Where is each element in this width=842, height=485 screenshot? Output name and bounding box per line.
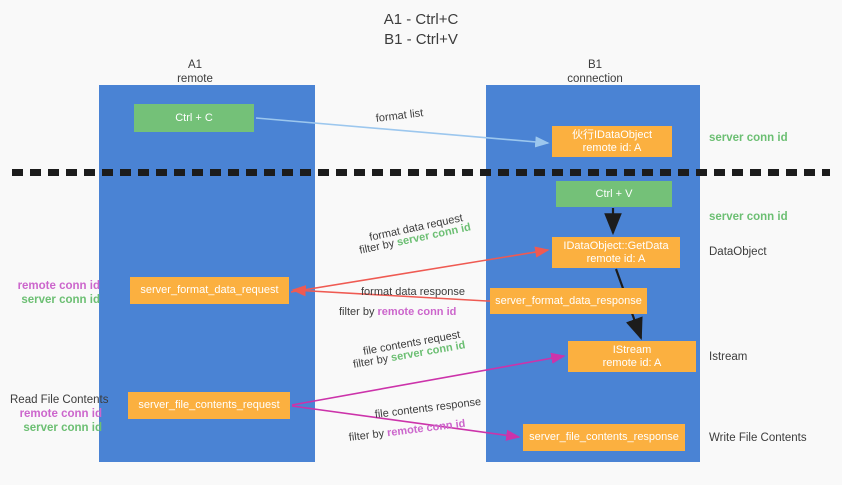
box-ctrl-v[interactable]: Ctrl + V (556, 181, 672, 207)
box-idataobject-line2: remote id: A (582, 141, 642, 154)
box-istream[interactable]: IStream remote id: A (568, 341, 696, 372)
edge-label-format-data-response: format data response (361, 285, 465, 300)
filter-prefix: filter by (358, 236, 399, 257)
box-server-format-data-request-label: server_format_data_request (140, 284, 279, 296)
lane-header-a1-name: A1 (187, 59, 203, 71)
annotation-read-file-contents: Read File Contents (10, 394, 109, 406)
box-server-format-data-response-label: server_format_data_response (495, 294, 642, 307)
box-server-file-contents-request-label: server_file_contents_request (138, 399, 280, 411)
title-line-2: B1 - Ctrl+V (384, 31, 458, 48)
box-getdata-line1: IDataObject::GetData (563, 239, 669, 252)
box-idataobject-line1: 伙行IDataObject (571, 128, 653, 141)
box-ctrl-c[interactable]: Ctrl + C (134, 104, 254, 132)
edge-label-format-list-text: format list (375, 107, 424, 125)
diagram-title: A1 - Ctrl+C B1 - Ctrl+V (0, 10, 842, 50)
lane-header-b1-name: B1 (587, 59, 603, 71)
filter-prefix: filter by (339, 306, 378, 318)
box-server-file-contents-request[interactable]: server_file_contents_request (128, 392, 290, 419)
filter-prefix: filter by (352, 352, 393, 371)
annotation-left-upper: remote conn id server conn id (10, 279, 100, 307)
annotation-left-lower-server: server conn id (23, 422, 102, 434)
edge-label-file-contents-response-filter: filter by remote conn id (348, 417, 466, 446)
box-istream-line2: remote id: A (602, 356, 662, 369)
dashed-separator-line (12, 169, 830, 176)
box-ctrl-c-label: Ctrl + C (175, 111, 213, 124)
edge-label-format-data-response-filter: filter by remote conn id (339, 305, 456, 320)
annotation-write-file-contents: Write File Contents (709, 432, 807, 444)
annotation-left-upper-server: server conn id (21, 294, 100, 306)
annotation-server-conn-id-2: server conn id (709, 211, 788, 223)
annotation-server-conn-id-1: server conn id (709, 132, 788, 144)
box-server-format-data-response[interactable]: server_format_data_response (490, 288, 647, 314)
box-server-format-data-request[interactable]: server_format_data_request (130, 277, 289, 304)
lane-header-a1-role: remote (177, 73, 213, 85)
box-getdata[interactable]: IDataObject::GetData remote id: A (552, 237, 680, 268)
box-server-file-contents-response[interactable]: server_file_contents_response (523, 424, 685, 451)
box-getdata-line2: remote id: A (586, 252, 646, 265)
lane-header-a1: A1 remote (120, 58, 270, 86)
filter-value-remote-conn-id: remote conn id (377, 306, 457, 318)
edge-label-format-data-response-text: format data response (361, 286, 465, 298)
edge-label-file-contents-response: file contents response (374, 395, 482, 423)
annotation-dataobject: DataObject (709, 246, 767, 258)
annotation-left-lower: Read File Contents remote conn id server… (10, 393, 186, 435)
box-idataobject[interactable]: 伙行IDataObject remote id: A (552, 126, 672, 157)
annotation-left-lower-remote: remote conn id (19, 408, 102, 420)
box-ctrl-v-label: Ctrl + V (595, 187, 633, 200)
annotation-istream: Istream (709, 351, 748, 363)
lane-header-b1-role: connection (567, 73, 623, 85)
annotation-left-upper-remote: remote conn id (17, 280, 100, 292)
title-line-1: A1 - Ctrl+C (383, 11, 459, 28)
edge-label-format-list: format list (375, 106, 424, 127)
filter-prefix: filter by (348, 427, 388, 444)
filter-value-remote-conn-id: remote conn id (386, 417, 467, 440)
box-istream-line1: IStream (612, 343, 652, 356)
box-server-file-contents-response-label: server_file_contents_response (529, 431, 679, 443)
edge-label-file-contents-response-text: file contents response (374, 395, 482, 421)
lane-header-b1: B1 connection (500, 58, 690, 86)
